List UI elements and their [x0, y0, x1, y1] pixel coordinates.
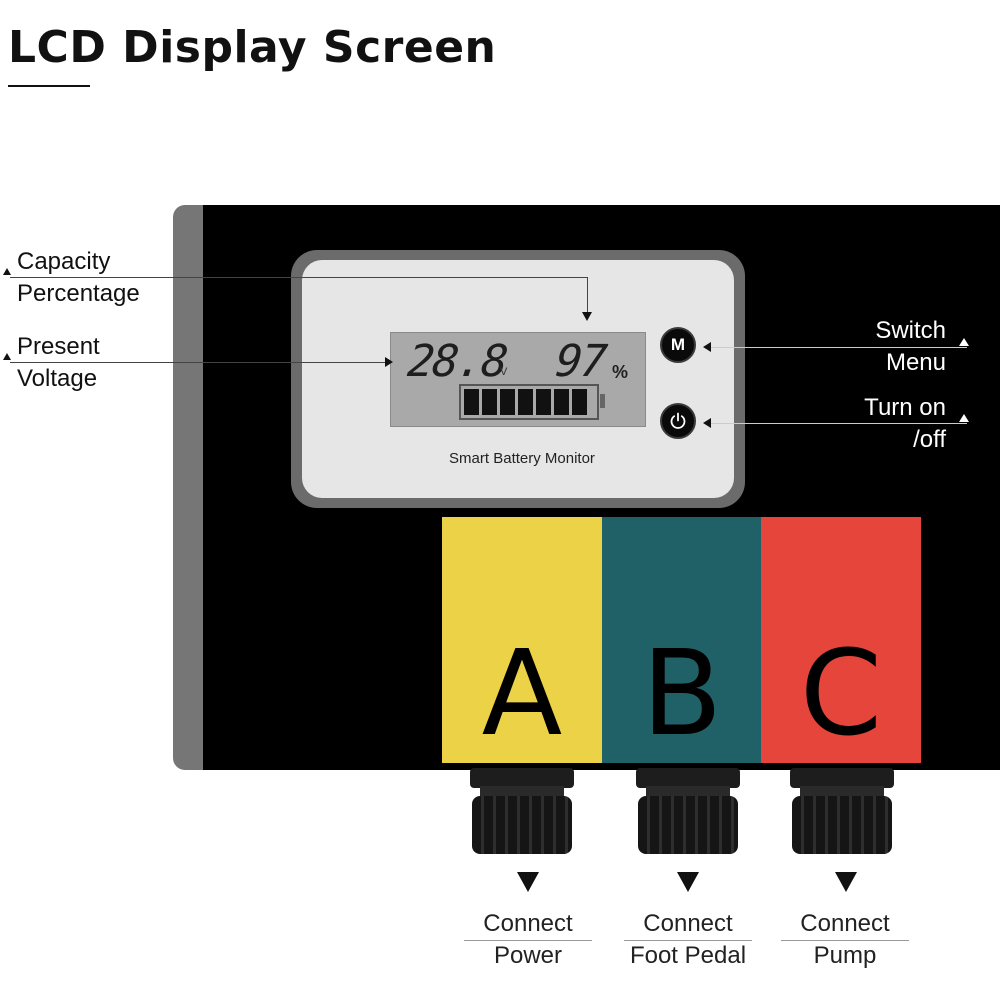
battery-segment	[482, 389, 497, 415]
voltage-callout-line2: Voltage	[17, 365, 98, 392]
capacity-callout-marker	[3, 268, 11, 275]
port-a-arrow	[517, 872, 539, 892]
voltage-reading: 28.8	[405, 336, 509, 387]
menu-callout-line	[711, 347, 967, 348]
menu-button[interactable]: M	[660, 327, 696, 363]
title-underline	[8, 85, 90, 87]
port-b-arrow	[677, 872, 699, 892]
power-callout-line	[711, 423, 967, 424]
port-b-label-line2: Foot Pedal	[629, 942, 747, 969]
cable-gland-c	[790, 768, 894, 854]
capacity-callout-line2: Percentage	[17, 280, 140, 307]
menu-callout-line1: Switch	[875, 317, 946, 344]
port-c-label-line2: Pump	[813, 942, 877, 969]
power-icon	[670, 412, 686, 429]
battery-tip	[600, 394, 605, 408]
port-c-label-line1: Connect	[800, 910, 890, 937]
power-button[interactable]	[660, 403, 696, 439]
port-a: A	[442, 517, 602, 763]
voltage-unit: V	[500, 366, 508, 378]
cable-gland-a	[470, 768, 574, 854]
port-c-label: Connect Pump	[765, 908, 925, 972]
capacity-callout-line1: Capacity	[17, 248, 111, 275]
menu-callout-marker	[959, 338, 969, 346]
port-b-label: Connect Foot Pedal	[608, 908, 768, 972]
port-b: B	[602, 517, 762, 763]
battery-segment	[464, 389, 479, 415]
battery-segment	[518, 389, 533, 415]
monitor-label: Smart Battery Monitor	[449, 450, 595, 467]
port-c: C	[761, 517, 921, 763]
voltage-callout-line1: Present	[17, 333, 100, 360]
port-c-label-rule	[781, 940, 909, 941]
port-b-label-line1: Connect	[643, 910, 733, 937]
battery-segment	[554, 389, 569, 415]
cable-gland-b	[636, 768, 740, 854]
power-callout-arrow	[703, 418, 711, 428]
battery-segment	[572, 389, 587, 415]
menu-callout-line2: Menu	[885, 349, 946, 376]
page-title: LCD Display Screen	[8, 22, 497, 73]
battery-level-icon	[459, 384, 599, 420]
port-a-label-rule	[464, 940, 592, 941]
voltage-callout-line	[10, 362, 386, 363]
capacity-callout-drop	[587, 277, 588, 313]
port-c-arrow	[835, 872, 857, 892]
port-a-label-line2: Power	[493, 942, 563, 969]
battery-segment	[500, 389, 515, 415]
port-a-label-line1: Connect	[483, 910, 573, 937]
port-a-label: Connect Power	[448, 908, 608, 972]
capacity-unit: %	[612, 362, 629, 382]
port-b-label-rule	[624, 940, 752, 941]
power-callout-line2: /off	[913, 426, 946, 453]
voltage-callout-marker	[3, 353, 11, 360]
power-callout-line1: Turn on	[864, 394, 946, 421]
power-callout-marker	[959, 414, 969, 422]
capacity-callout-line	[10, 277, 588, 278]
menu-callout-arrow	[703, 342, 711, 352]
battery-segment	[536, 389, 551, 415]
voltage-callout-arrow	[385, 357, 393, 367]
capacity-reading: 97	[553, 336, 608, 387]
capacity-callout-arrow	[582, 312, 592, 321]
